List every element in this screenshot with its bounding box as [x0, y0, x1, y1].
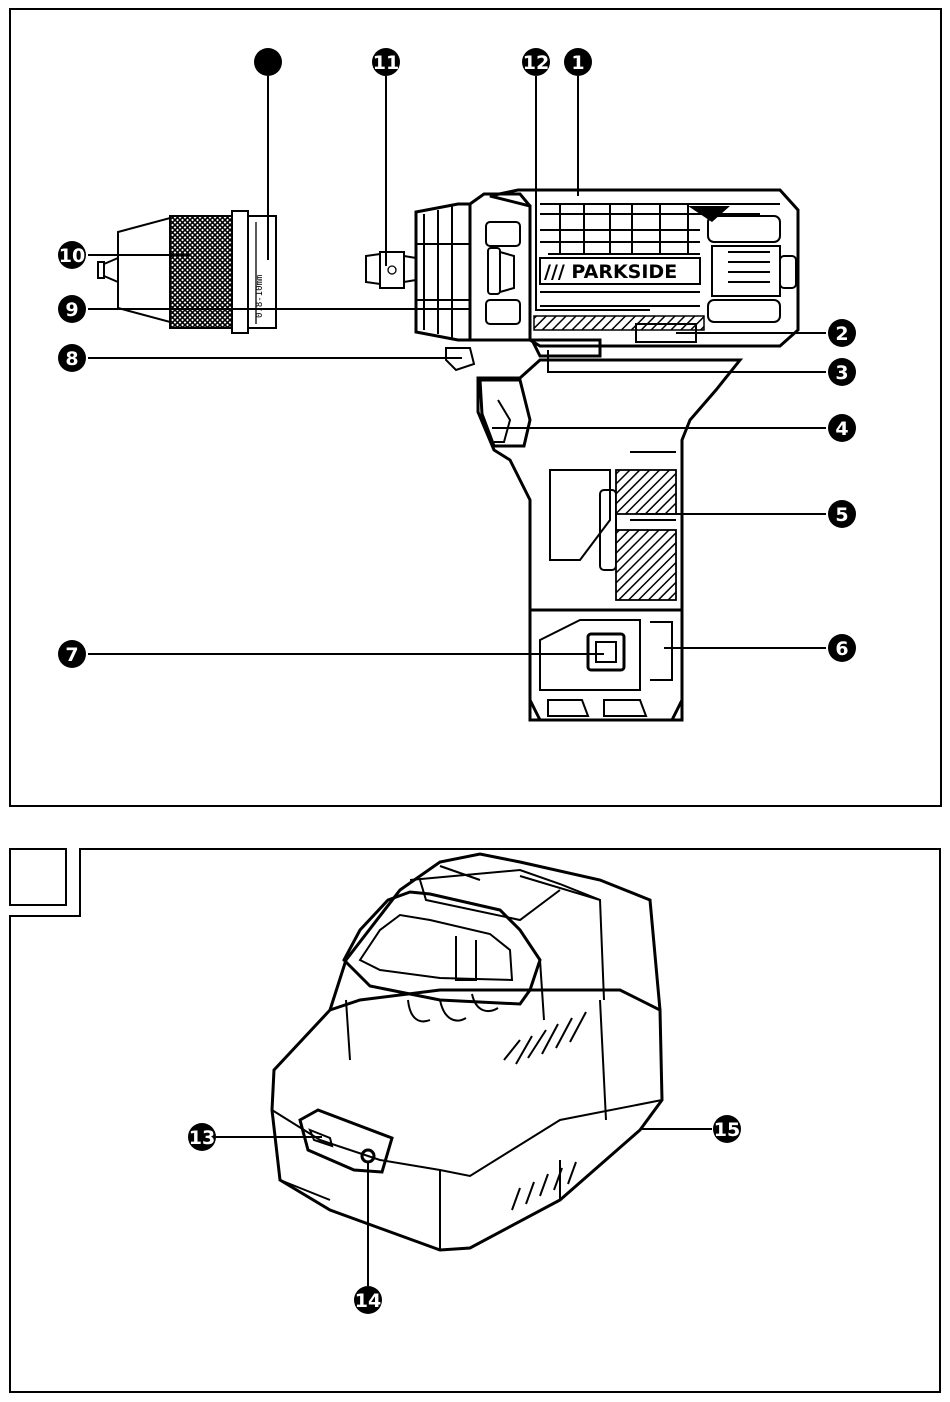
svg-text:3: 3: [835, 362, 848, 384]
bottom-panel: 13 14 15: [10, 849, 940, 1392]
svg-text:12: 12: [523, 52, 549, 74]
top-leader-lines: [88, 76, 826, 654]
svg-text:8: 8: [65, 348, 78, 370]
top-panel-frame: [10, 9, 941, 806]
svg-text:7: 7: [65, 644, 78, 666]
svg-text:2: 2: [835, 323, 848, 345]
callout-5: 5: [828, 500, 856, 528]
callout-7: 7: [58, 640, 86, 668]
callout-12: 12: [522, 48, 550, 76]
charger-drawing: [272, 854, 662, 1250]
callout-6: 6: [828, 634, 856, 662]
callout-1: 1: [564, 48, 592, 76]
callout-11: 11: [372, 48, 400, 76]
callout-9: 9: [58, 295, 86, 323]
panel-tab-box: [10, 849, 66, 905]
callout-13: 13: [188, 1123, 216, 1151]
callout-3: 3: [828, 358, 856, 386]
bit-holder-drawing: [366, 252, 416, 288]
svg-text:14: 14: [355, 1290, 381, 1312]
brand-label: /// PARKSIDE: [544, 261, 677, 283]
top-panel: 0.8-10mm: [10, 9, 941, 806]
svg-text:6: 6: [835, 638, 848, 660]
svg-text:4: 4: [835, 418, 848, 440]
callout-10: 10: [58, 241, 86, 269]
bottom-leader-lines: [216, 1129, 712, 1286]
svg-text:11: 11: [373, 52, 399, 74]
callout-4: 4: [828, 414, 856, 442]
drill-body-drawing: /// PARKSIDE: [416, 190, 798, 720]
svg-text:5: 5: [835, 504, 848, 526]
callout-8: 8: [58, 344, 86, 372]
keyless-chuck-drawing: 0.8-10mm: [98, 211, 276, 333]
svg-text:10: 10: [59, 245, 85, 267]
callout-15: 15: [713, 1115, 741, 1143]
callout-14: 14: [354, 1286, 382, 1314]
svg-text:15: 15: [714, 1119, 740, 1141]
svg-text:1: 1: [571, 52, 584, 74]
svg-text:13: 13: [189, 1127, 215, 1149]
callout-2: 2: [828, 319, 856, 347]
svg-text:9: 9: [65, 299, 78, 321]
callout-unlabeled: [254, 48, 282, 76]
